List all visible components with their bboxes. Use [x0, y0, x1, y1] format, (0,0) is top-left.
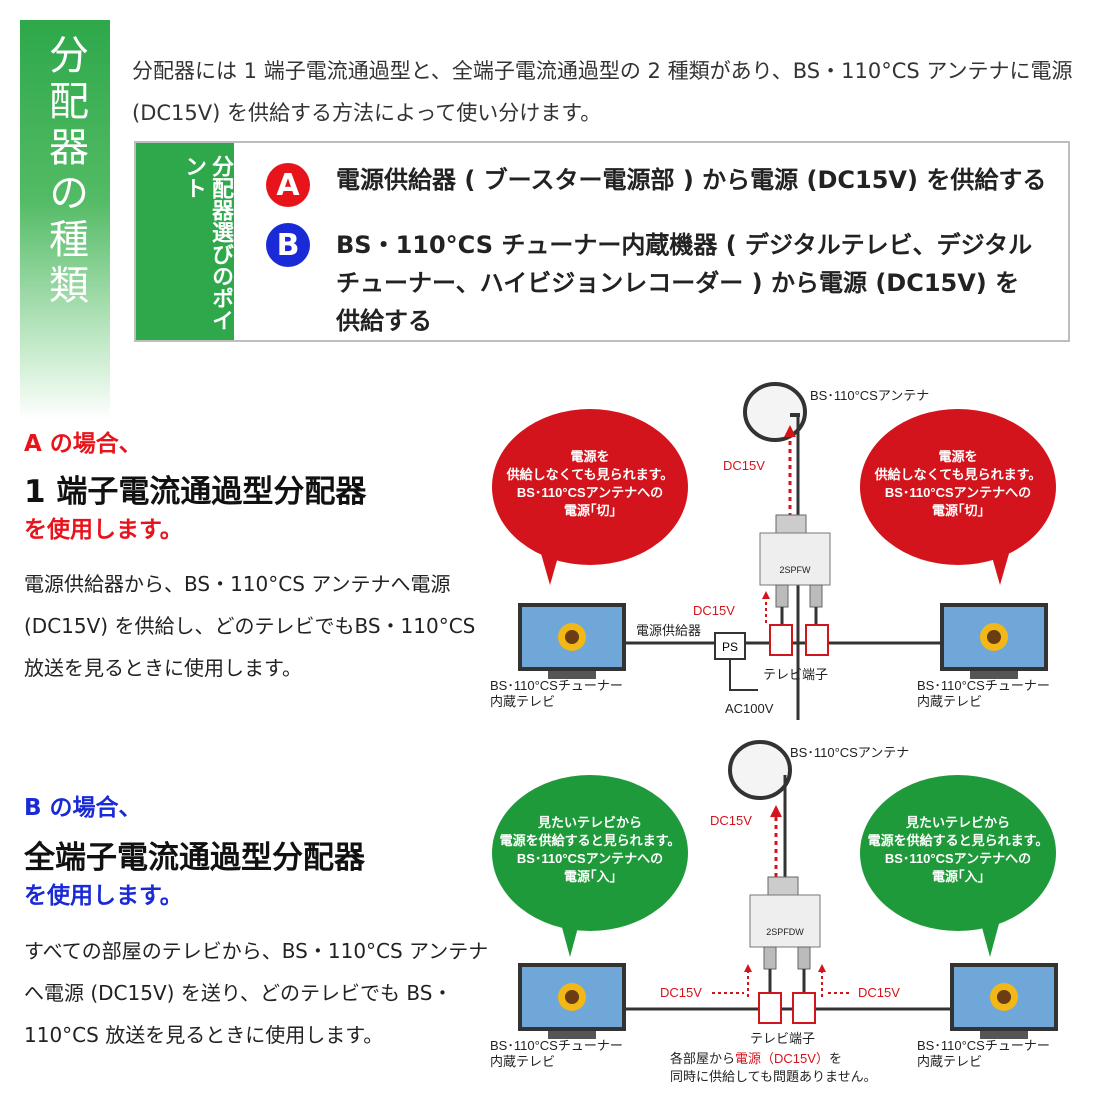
outlet-2	[792, 992, 816, 1024]
intro-text: 分配器には 1 端子電流通過型と、全端子電流通過型の 2 種類があり、BS・11…	[132, 59, 1073, 125]
tv-right-label: BS･110°CSチューナー内蔵テレビ	[917, 1038, 1050, 1069]
antenna-icon	[743, 382, 807, 442]
note-line1: 各部屋から電源（DC15V）を	[670, 1051, 842, 1066]
svg-text:電源を供給しなくても見られます。BS･110°CSアンテナへ: 電源を供給しなくても見られます。 BS･110°CSアンテナへの電源｢切｣	[506, 449, 674, 518]
bubble-line: BS･110°CSアンテナへの	[517, 851, 663, 866]
dc-top-label: DC15V	[723, 458, 765, 473]
tv-left-label: BS･110°CSチューナー内蔵テレビ	[490, 678, 623, 709]
bubble-line: 見たいテレビから	[537, 815, 642, 830]
tv-right-label: BS･110°CSチューナー内蔵テレビ	[917, 678, 1050, 709]
splitter-icon: 2SPFDW	[749, 876, 821, 970]
svg-text:2SPFW: 2SPFW	[779, 565, 811, 575]
bubble-line: 供給しなくても見られます。	[506, 467, 674, 482]
case-b-description: すべての部屋のテレビから、BS・110°CS アンテナへ電源 (DC15V) を…	[24, 939, 489, 1047]
antenna-icon	[728, 740, 792, 800]
case-a-label: A の場合、	[24, 431, 142, 457]
antenna-label: BS･110°CSアンテナ	[810, 388, 929, 403]
bubble-left: 見たいテレビから電源を供給すると見られます。 BS･110°CSアンテナへの電源｢…	[492, 775, 688, 957]
svg-text:2SPFDW: 2SPFDW	[766, 927, 804, 937]
antenna-label: BS･110°CSアンテナ	[790, 745, 909, 760]
power-supply-label: 電源供給器	[636, 623, 701, 638]
bubble-line: 電源を	[938, 449, 977, 464]
outlet-1	[758, 992, 782, 1024]
bubble-line: 電源｢入｣	[932, 869, 984, 884]
section-title: 分配器の種類	[42, 34, 88, 310]
tv-right-icon	[940, 603, 1048, 679]
bubble-line: 見たいテレビから	[905, 815, 1010, 830]
bubble-line: BS･110°CSアンテナへの	[885, 485, 1031, 500]
point-a-text: 電源供給器 ( ブースター電源部 ) から電源 (DC15V) を供給する	[336, 166, 1047, 194]
badge-b: B	[266, 223, 310, 267]
bubble-line: 電源｢切｣	[564, 503, 616, 518]
outlet-label: テレビ端子	[750, 1031, 815, 1046]
note-line2: 同時に供給しても問題ありません。	[670, 1069, 877, 1084]
bubble-right: 見たいテレビから電源を供給すると見られます。 BS･110°CSアンテナへの電源｢…	[860, 775, 1056, 957]
point-box: 分配器選びのポイント A 電源供給器 ( ブースター電源部 ) から電源 (DC…	[134, 141, 1070, 342]
badge-a: A	[266, 163, 310, 207]
bubble-line: 供給しなくても見られます。	[874, 467, 1042, 482]
bubble-line: 電源を供給すると見られます。	[500, 833, 681, 848]
tv-left-icon	[518, 603, 626, 679]
bubble-line: 電源｢切｣	[932, 503, 984, 518]
bubble-right: 電源を供給しなくても見られます。 BS･110°CSアンテナへの電源｢切｣	[860, 409, 1056, 585]
point-b-text: BS・110°CS チューナー内蔵機器 ( デジタルテレビ、デジタルチューナー、…	[336, 231, 1033, 335]
tv-left-icon	[518, 963, 626, 1039]
diagram-a: BS･110°CSアンテナ DC15V 2SPFW DC15V 電源を供給しなく…	[490, 382, 1056, 720]
bubble-line: 電源を供給すると見られます。	[868, 833, 1049, 848]
case-a-use: を使用します。	[24, 517, 183, 543]
diagram-b: BS･110°CSアンテナ DC15V 2SPFDW DC15V DC15V 見…	[490, 740, 1058, 1084]
case-b-heading: 全端子電流通過型分配器	[24, 840, 365, 876]
svg-text:見たいテレビから電源を供給すると見られます。BS･110°C: 見たいテレビから電源を供給すると見られます。 BS･110°CSアンテナへの電源｢…	[868, 815, 1049, 884]
tv-right-icon	[950, 963, 1058, 1039]
svg-text:電源を供給しなくても見られます。BS･110°CSアンテナへ: 電源を供給しなくても見られます。 BS･110°CSアンテナへの電源｢切｣	[874, 449, 1042, 518]
case-b-use: を使用します。	[24, 883, 183, 909]
splitter-icon: 2SPFW	[759, 514, 831, 608]
bubble-line: 電源を	[570, 449, 609, 464]
power-supply-box	[714, 632, 746, 660]
dc-top-label: DC15V	[710, 813, 752, 828]
case-b-label: B の場合、	[24, 795, 142, 821]
dc-left-label: DC15V	[660, 985, 702, 1000]
dc-mid-label: DC15V	[693, 603, 735, 618]
bubble-line: 電源｢入｣	[564, 869, 616, 884]
outlet-1	[769, 624, 793, 656]
dc-right-label: DC15V	[858, 985, 900, 1000]
ac-label: AC100V	[725, 701, 774, 716]
side-banner	[20, 20, 110, 420]
case-a-description: 電源供給器から、BS・110°CS アンテナへ電源 (DC15V) を供給し、ど…	[24, 572, 476, 680]
tv-left-label: BS･110°CSチューナー内蔵テレビ	[490, 1038, 623, 1069]
case-a-heading: 1 端子電流通過型分配器	[24, 474, 367, 510]
svg-text:見たいテレビから電源を供給すると見られます。BS･110°C: 見たいテレビから電源を供給すると見られます。 BS･110°CSアンテナへの電源｢…	[500, 815, 681, 884]
outlet-label: テレビ端子	[763, 667, 828, 682]
outlet-2	[805, 624, 829, 656]
bubble-line: BS･110°CSアンテナへの	[517, 485, 663, 500]
bubble-left: 電源を供給しなくても見られます。 BS･110°CSアンテナへの電源｢切｣	[492, 409, 688, 585]
bubble-line: BS･110°CSアンテナへの	[885, 851, 1031, 866]
svg-text:PS: PS	[722, 640, 738, 654]
point-label: 分配器選びのポイント	[136, 143, 234, 340]
